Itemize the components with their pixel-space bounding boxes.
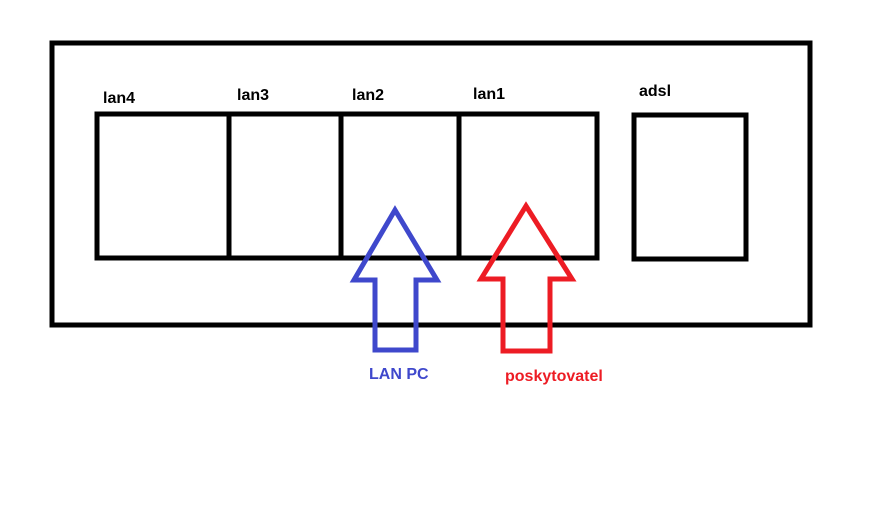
provider-label: poskytovatel	[505, 368, 603, 385]
port-label-lan2: lan2	[352, 87, 385, 104]
router-body	[49, 40, 813, 328]
adsl-port	[631, 112, 749, 262]
port-label-lan4: lan4	[103, 90, 136, 107]
provider-arrow	[476, 201, 577, 354]
lan-port-block	[94, 111, 600, 261]
port-label-lan1: lan1	[473, 86, 506, 103]
port-label-lan3: lan3	[237, 87, 270, 104]
port-label-adsl: adsl	[639, 83, 672, 100]
lan-pc-arrow	[349, 205, 442, 353]
lan-pc-label: LAN PC	[369, 366, 429, 383]
